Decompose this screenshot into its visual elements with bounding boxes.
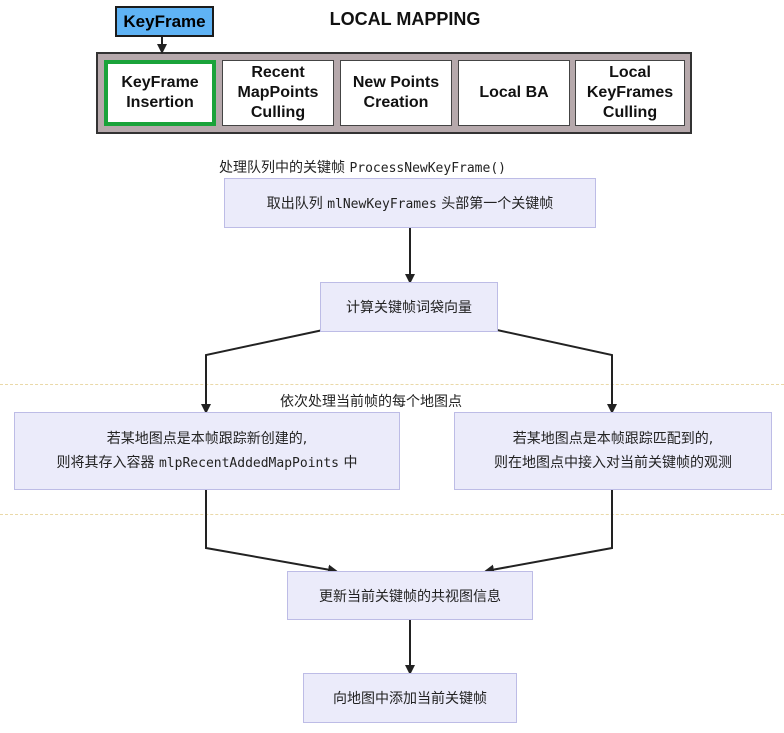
- step-pop-code: mlNewKeyFrames: [327, 197, 437, 212]
- stage-local-keyframes-culling: Local KeyFrames Culling: [575, 60, 685, 126]
- step-insert-keyframe: 向地图中添加当前关键帧: [303, 673, 517, 723]
- branch-new-mappoints: 若某地图点是本帧跟踪新创建的, 则将其存入容器 mlpRecentAddedMa…: [14, 412, 400, 490]
- step-compute-bow: 计算关键帧词袋向量: [320, 282, 498, 332]
- branch-matched-line2: 则在地图点中接入对当前关键帧的观测: [494, 455, 732, 471]
- arrow-bow-to-new: [201, 329, 324, 414]
- stage-local-ba: Local BA: [458, 60, 570, 126]
- process-label-text: 处理队列中的关键帧: [219, 160, 350, 176]
- loop-mappoints-label: 依次处理当前帧的每个地图点: [280, 391, 462, 411]
- arrow-bow-to-matched: [496, 329, 617, 414]
- arrow-matched-to-covis: [484, 490, 613, 575]
- step-covis-text: 更新当前关键帧的共视图信息: [319, 588, 501, 605]
- branch-new-line2-code: mlpRecentAddedMapPoints: [158, 455, 339, 471]
- keyframe-input-tag: KeyFrame: [115, 6, 214, 37]
- process-new-keyframe-label: 处理队列中的关键帧 ProcessNewKeyFrame(): [219, 157, 506, 177]
- step-pop-post: 头部第一个关键帧: [436, 196, 554, 212]
- branch-matched-line1: 若某地图点是本帧跟踪匹配到的,: [512, 431, 714, 447]
- step-update-covisibility: 更新当前关键帧的共视图信息: [287, 571, 533, 620]
- step-bow-text: 计算关键帧词袋向量: [346, 300, 472, 316]
- loop-band-top: [0, 384, 784, 385]
- process-label-code: ProcessNewKeyFrame(): [349, 161, 506, 176]
- stage-pipeline: KeyFrame Insertion Recent MapPoints Cull…: [96, 52, 692, 134]
- diagram-title: LOCAL MAPPING: [329, 8, 481, 29]
- step-pop-pre: 取出队列: [266, 196, 328, 212]
- branch-new-line2: 则将其存入容器 mlpRecentAddedMapPoints 中: [57, 451, 358, 476]
- step-pop-keyframe: 取出队列 mlNewKeyFrames 头部第一个关键帧: [224, 178, 596, 228]
- branch-matched-mappoints: 若某地图点是本帧跟踪匹配到的, 则在地图点中接入对当前关键帧的观测: [454, 412, 772, 490]
- stage-keyframe-insertion: KeyFrame Insertion: [104, 60, 216, 126]
- step-insert-text: 向地图中添加当前关键帧: [333, 691, 487, 707]
- arrow-new-to-covis: [205, 490, 338, 575]
- loop-band-bottom: [0, 514, 784, 515]
- stage-new-points-creation: New Points Creation: [340, 60, 452, 126]
- loop-label-text: 依次处理当前帧的每个地图点: [280, 394, 462, 410]
- stage-recent-mappoints-culling: Recent MapPoints Culling: [222, 60, 334, 126]
- branch-new-line1: 若某地图点是本帧跟踪新创建的,: [106, 430, 308, 447]
- branch-new-line2-pre: 则将其存入容器: [56, 454, 159, 471]
- branch-new-line2-post: 中: [339, 454, 358, 471]
